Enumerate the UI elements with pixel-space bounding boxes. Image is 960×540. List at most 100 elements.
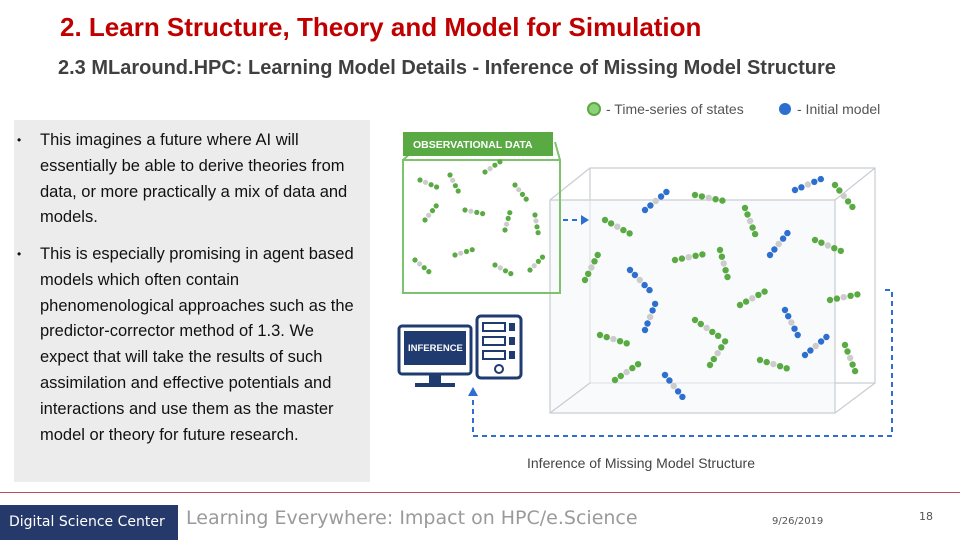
molecule-dot [507,210,513,216]
molecule-dot [755,291,762,299]
legend-time-series-label: - Time-series of states [606,101,744,117]
molecule-dot [429,208,436,214]
molecule-dot [661,371,669,379]
molecule-dot [611,376,619,384]
molecule-dot [849,203,856,211]
inference-diagram: - Time-series of states - Initial model … [397,101,893,471]
molecule-dot [811,178,818,185]
molecule-dot [791,325,798,332]
molecule-dot [641,326,649,334]
molecule-dot [824,242,832,249]
molecule-dot [807,347,814,354]
molecule-dot [716,246,724,254]
molecule-dot [784,229,791,237]
molecule-dot [709,328,716,336]
molecule-dot [698,193,706,200]
molecule-dot [776,363,784,370]
molecule-dot [763,358,770,366]
molecule-dot [785,313,792,320]
molecule-dot [535,230,541,236]
molecule-dot [468,208,474,214]
molecule-dot [480,211,486,217]
molecule-dot [770,360,777,368]
molecule-dot [641,206,649,214]
molecule-dot [722,267,729,274]
molecule-dot [512,182,518,188]
molecule-dot [691,316,699,324]
molecule-dot [788,319,795,326]
molecule-dot [581,276,589,284]
molecule-dot [588,264,595,271]
molecule-dot [594,251,601,259]
molecule-dot [851,367,859,375]
molecule-dot [741,204,749,212]
molecule-dot [718,253,726,260]
molecule-dot [818,239,825,246]
molecule-dot [422,217,428,223]
molecule-dot [823,333,830,341]
molecule-dot [840,192,847,200]
molecule-dot [534,224,540,230]
molecule-dot [497,159,503,165]
molecule-dot [710,355,717,363]
molecule-dot [766,251,774,259]
molecule-dot [452,183,458,189]
molecule-dot [601,216,609,224]
feedback-loop-arrow [472,289,893,437]
footer-tagline: Learning Everywhere: Impact on HPC/e.Sci… [186,507,638,529]
molecule-dot [487,166,493,172]
bullet-item: • This imagines a future where AI will e… [17,128,360,231]
molecule-dot [585,270,592,277]
molecule-dot [646,313,654,321]
molecule-dot [817,175,824,183]
molecule-dot [651,300,659,308]
molecule-dot [783,365,790,372]
molecule-dot [636,276,643,284]
molecule-dot [854,291,861,298]
molecule-dot [697,320,704,328]
molecule-dot [831,181,839,189]
molecule-dot [847,292,854,299]
molecule-dot [779,235,787,242]
molecule-dot [502,268,509,274]
molecule-dot [469,247,475,253]
molecule-dot [634,361,642,368]
molecule-dot [519,191,526,197]
molecule-dot [426,212,432,218]
molecule-dot [836,187,843,194]
molecule-dot [746,217,754,225]
molecule-dot [523,196,529,202]
molecule-dot [736,301,744,309]
molecule-dot [749,295,756,302]
molecule-dot [751,230,759,238]
molecule-dot [744,211,751,218]
page-number: 18 [919,510,933,523]
molecule-dot [837,247,844,255]
molecule-dot [455,188,461,194]
molecule-dot [616,338,624,345]
molecule-dot [623,368,630,376]
molecule-dot [412,257,418,263]
arrow-up-icon [468,387,478,396]
molecule-dot [670,382,677,390]
molecule-dot [849,361,856,368]
bullet-text: This is especially promising in agent ba… [40,245,354,444]
molecule-dot [533,218,539,224]
legend-initial-model-label: - Initial model [797,101,880,117]
molecule-dot [724,273,731,281]
molecule-dot [712,196,719,203]
molecule-dot [426,269,432,275]
molecule-dot [527,267,533,273]
inference-computer: INFERENCE [397,314,523,387]
molecule-dot [626,230,633,237]
molecule-dot [474,209,480,215]
bullet-symbol: • [17,247,22,261]
molecule-dot [705,194,712,201]
molecule-dot [497,265,503,271]
molecule-dot [646,286,653,294]
molecule-dot [450,177,456,183]
molecule-dot [617,372,624,380]
molecule-dot [666,377,673,384]
molecule-dot [623,340,630,347]
observational-data-banner [403,132,553,156]
